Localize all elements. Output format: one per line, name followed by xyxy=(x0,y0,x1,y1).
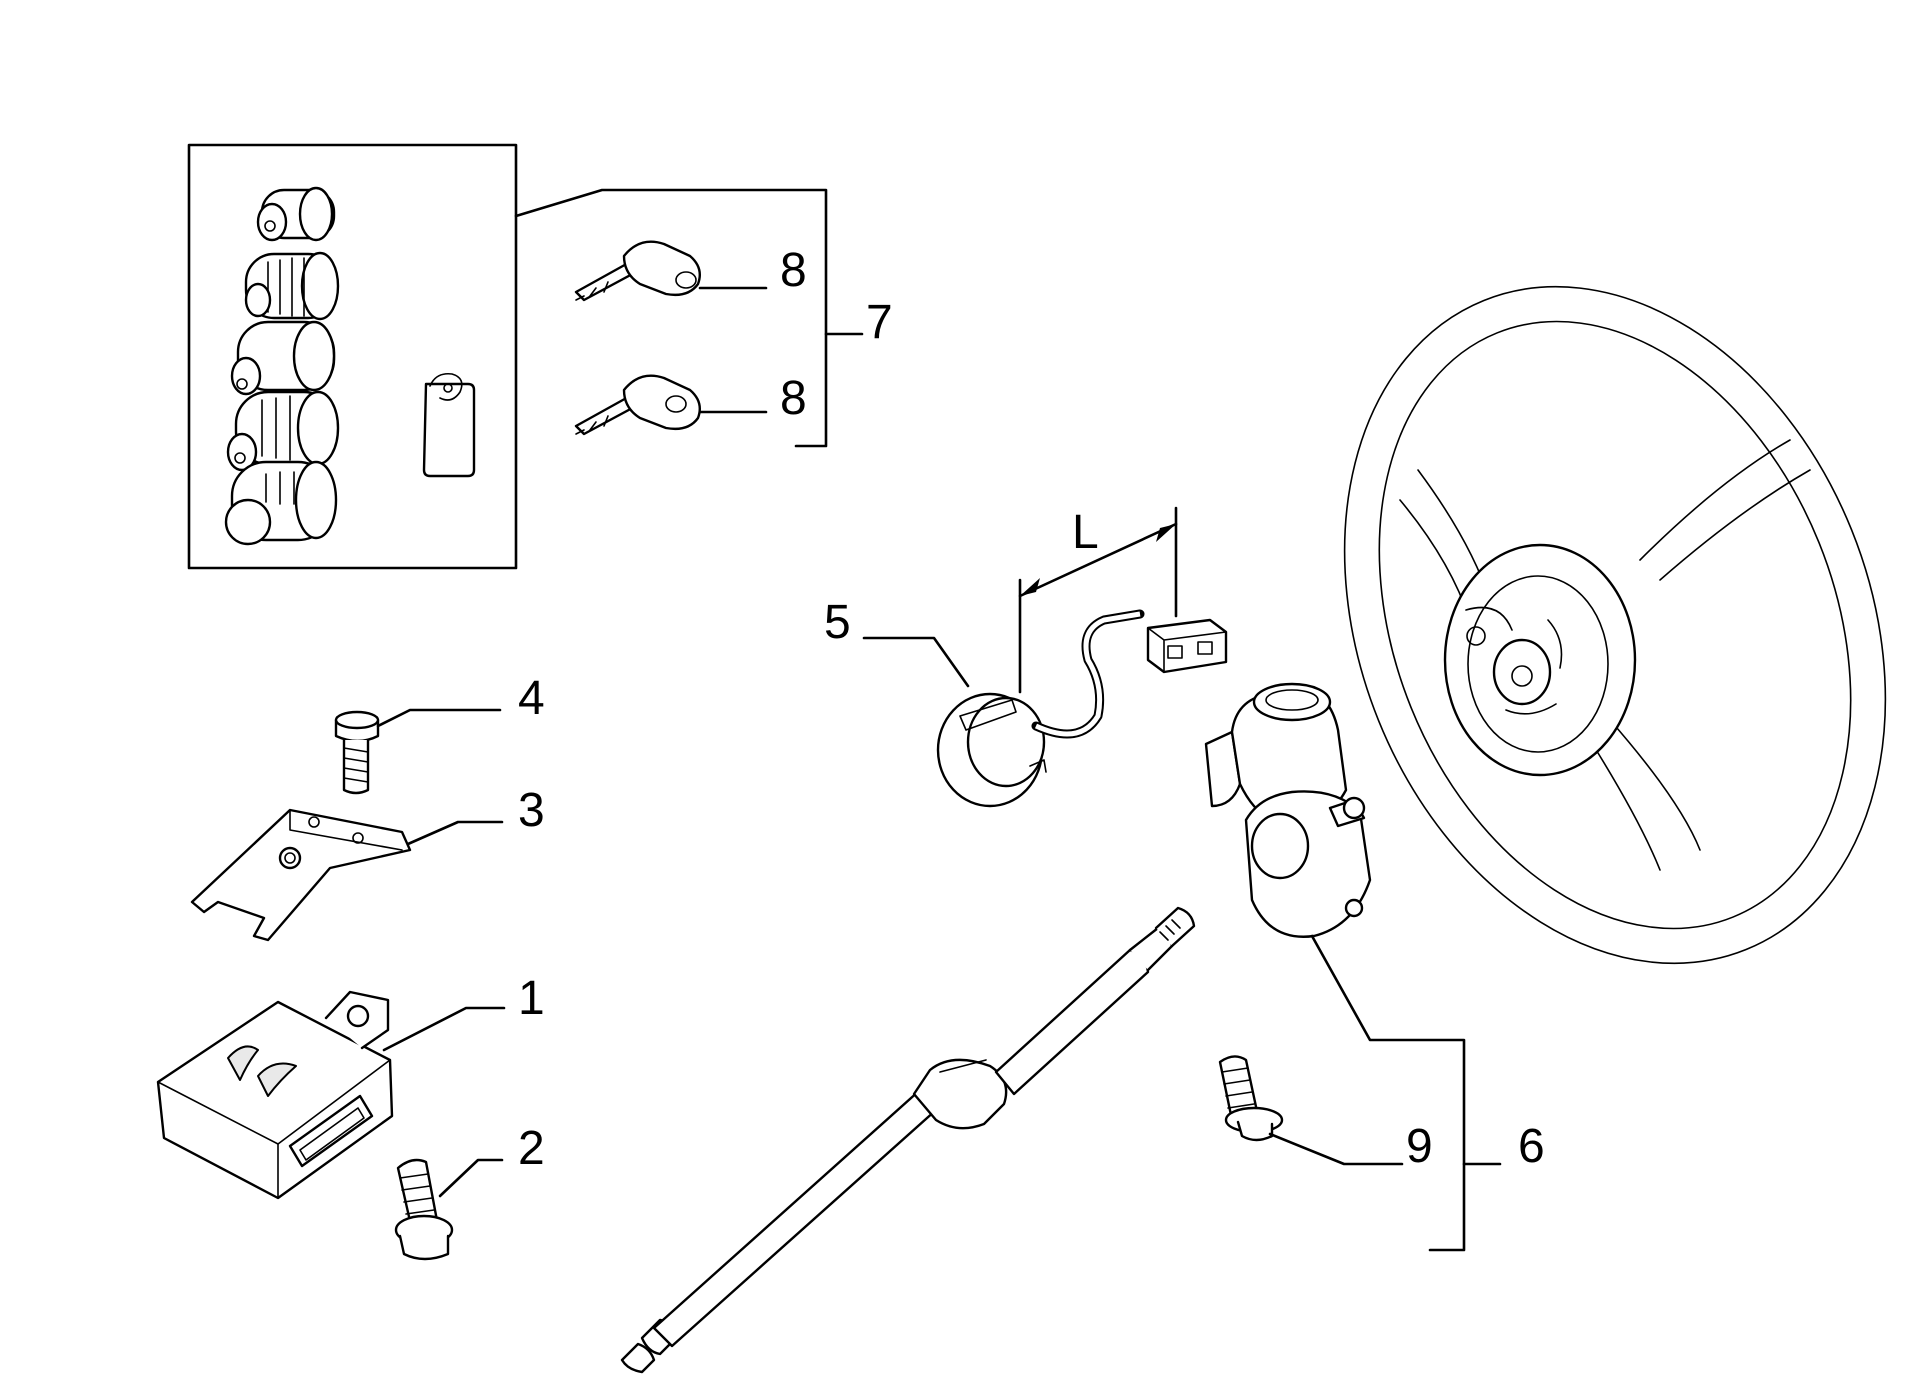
bolt-icon xyxy=(334,710,380,795)
callout-9: 9 xyxy=(1406,1120,1433,1173)
dimension-label-L: L xyxy=(1072,506,1099,559)
steering-wheel-icon xyxy=(1343,285,1887,965)
callout-4: 4 xyxy=(518,672,545,725)
immobilizer-control-unit-icon xyxy=(156,990,394,1200)
callout-5: 5 xyxy=(824,596,851,649)
screw-icon xyxy=(394,1158,454,1261)
callout-6: 6 xyxy=(1518,1120,1545,1173)
ignition-key-icon-bottom xyxy=(574,374,701,436)
callout-2: 2 xyxy=(518,1122,545,1175)
callout-3: 3 xyxy=(518,784,545,837)
callout-8-bottom: 8 xyxy=(780,372,807,425)
bolt-icon-9 xyxy=(1218,1055,1284,1142)
antenna-ring-icon xyxy=(936,609,1228,808)
steering-lock-housing-icon xyxy=(1204,682,1372,938)
steering-column-shaft-icon xyxy=(620,906,1196,1374)
lock-cylinder-set-icon xyxy=(187,143,518,570)
mounting-bracket-icon xyxy=(190,808,412,942)
key-tag-icon xyxy=(422,372,476,478)
callout-7: 7 xyxy=(866,296,893,349)
ignition-key-icon-top xyxy=(574,240,701,302)
callout-8-top: 8 xyxy=(780,244,807,297)
callout-1: 1 xyxy=(518,972,545,1025)
